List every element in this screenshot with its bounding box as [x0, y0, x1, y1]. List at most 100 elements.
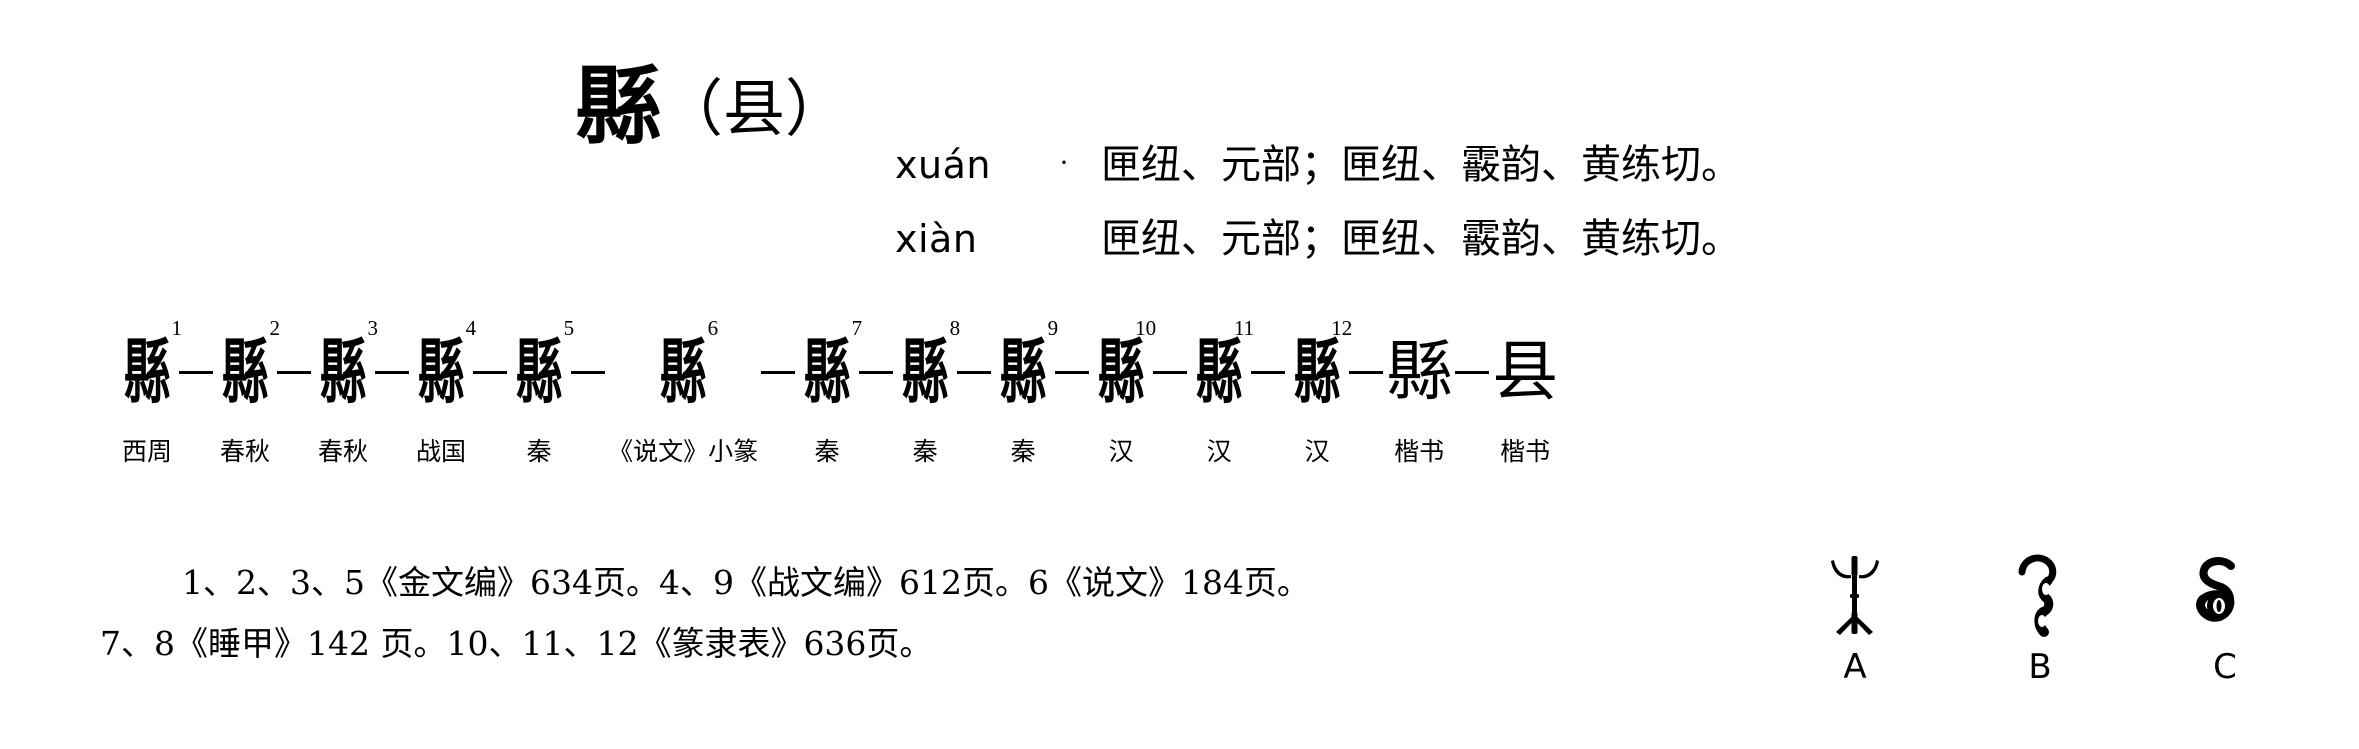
footnote-line-2: 7、8《睡甲》142 页。10、11、12《篆隶表》636页。 [100, 624, 933, 664]
evolution-index-number: 6 [707, 316, 719, 340]
evolution-glyph: 縣 [123, 330, 171, 414]
evolution-period-label: 楷书 [1394, 437, 1445, 466]
evolution-index-number: 4 [465, 316, 477, 340]
component-item-b: B [1975, 548, 2105, 684]
evolution-index-number: 9 [1047, 316, 1059, 340]
evolution-glyph: 縣 [221, 330, 269, 414]
evolution-period-label: 西周 [122, 437, 173, 466]
evolution-connector-dash [1248, 318, 1288, 426]
component-label-b: B [2028, 647, 2052, 687]
fanqie-phonology-xian: 匣纽、元部；匣纽、霰韵、黄练切。 [1101, 216, 1741, 262]
readings-list: xuán · 匣纽、元部；匣纽、霰韵、黄练切。 xiàn 匣纽、元部；匣纽、霰韵… [895, 132, 2315, 280]
evolution-period-label: 秦 [1010, 437, 1036, 466]
evolution-glyph-wrap: 县 [1492, 318, 1558, 426]
ancient-glyph-mu-component-icon [1820, 548, 1890, 644]
pinyin-xian: xiàn [895, 217, 978, 261]
evolution-period-label: 秦 [912, 437, 938, 466]
evolution-period-label: 秦 [526, 437, 552, 466]
ancient-glyph-hook-component-icon [2005, 548, 2075, 644]
evolution-glyph: 縣 [901, 330, 949, 414]
evolution-glyph: 縣 [1386, 333, 1453, 410]
evolution-glyph: 縣 [803, 330, 851, 414]
evolution-period-label: 春秋 [318, 437, 369, 466]
evolution-connector-dash [1346, 318, 1386, 426]
evolution-period-label: 《说文》小篆 [608, 437, 759, 466]
evolution-period-label: 战国 [416, 437, 467, 466]
evolution-period-label: 秦 [814, 437, 840, 466]
evolution-period-label: 汉 [1206, 437, 1232, 466]
component-key: A B [1790, 548, 2290, 728]
evolution-glyph: 縣 [1195, 330, 1243, 414]
evolution-period-label: 汉 [1304, 437, 1330, 466]
headword-header: 縣 （县） xuán · 匣纽、元部；匣纽、霰韵、黄练切。 xiàn 匣纽、元部… [0, 30, 2359, 263]
evolution-glyph: 縣 [659, 330, 707, 414]
evolution-period-label: 楷书 [1500, 437, 1551, 466]
headword-simplified-parenthetical: （县） [661, 72, 848, 145]
pinyin-xuan: xuán [895, 143, 991, 187]
evolution-connector-dash [1150, 318, 1190, 426]
evolution-connector-dash [176, 318, 216, 426]
evolution-connector-dash [372, 318, 412, 426]
footnote-line-1: 1、2、3、5《金文编》634页。4、9《战文编》612页。6《说文》184页。 [182, 563, 1310, 602]
evolution-item: 縣楷书 [1386, 318, 1452, 468]
evolution-glyph: 縣 [1097, 330, 1145, 414]
evolution-index-number: 2 [269, 316, 281, 340]
evolution-connector-dash [1052, 318, 1092, 426]
evolution-index-number: 12 [1331, 316, 1353, 340]
evolution-index-number: 7 [851, 316, 863, 340]
evolution-index-number: 3 [367, 316, 379, 340]
evolution-index-number: 11 [1233, 316, 1255, 340]
component-label-c: C [2213, 647, 2237, 687]
ancient-glyph-severed-head-component-icon [2185, 548, 2265, 644]
reading-row-xuan: xuán · 匣纽、元部；匣纽、霰韵、黄练切。 [895, 132, 2315, 206]
component-item-c: C [2160, 548, 2290, 684]
evolution-index-number: 8 [949, 316, 961, 340]
evolution-connector-dash [856, 318, 896, 426]
evolution-glyph: 縣 [515, 330, 563, 414]
evolution-glyph: 縣 [319, 330, 367, 414]
evolution-connector-dash [758, 318, 798, 426]
evolution-period-label: 汉 [1108, 437, 1134, 466]
evolution-index-number: 10 [1135, 316, 1157, 340]
headword-block: 縣 （县） [575, 64, 847, 150]
evolution-connector-dash [954, 318, 994, 426]
reading-row-xian: xiàn 匣纽、元部；匣纽、霰韵、黄练切。 [895, 206, 2315, 280]
fanqie-phonology-xuan: 匣纽、元部；匣纽、霰韵、黄练切。 [1101, 142, 1741, 188]
evolution-glyph-wrap: 縣 [1386, 318, 1452, 426]
evolution-glyph: 縣 [999, 330, 1047, 414]
evolution-connector-dash [568, 318, 608, 426]
evolution-connector-dash [1452, 318, 1492, 426]
evolution-period-label: 春秋 [220, 437, 271, 466]
evolution-index-number: 5 [563, 316, 575, 340]
reading-separator-dot: · [1059, 146, 1069, 179]
evolution-item: 县楷书 [1492, 318, 1558, 468]
component-label-a: A [1843, 647, 1867, 687]
evolution-connector-dash [470, 318, 510, 426]
evolution-glyph: 县 [1492, 333, 1559, 410]
evolution-connector-dash [274, 318, 314, 426]
